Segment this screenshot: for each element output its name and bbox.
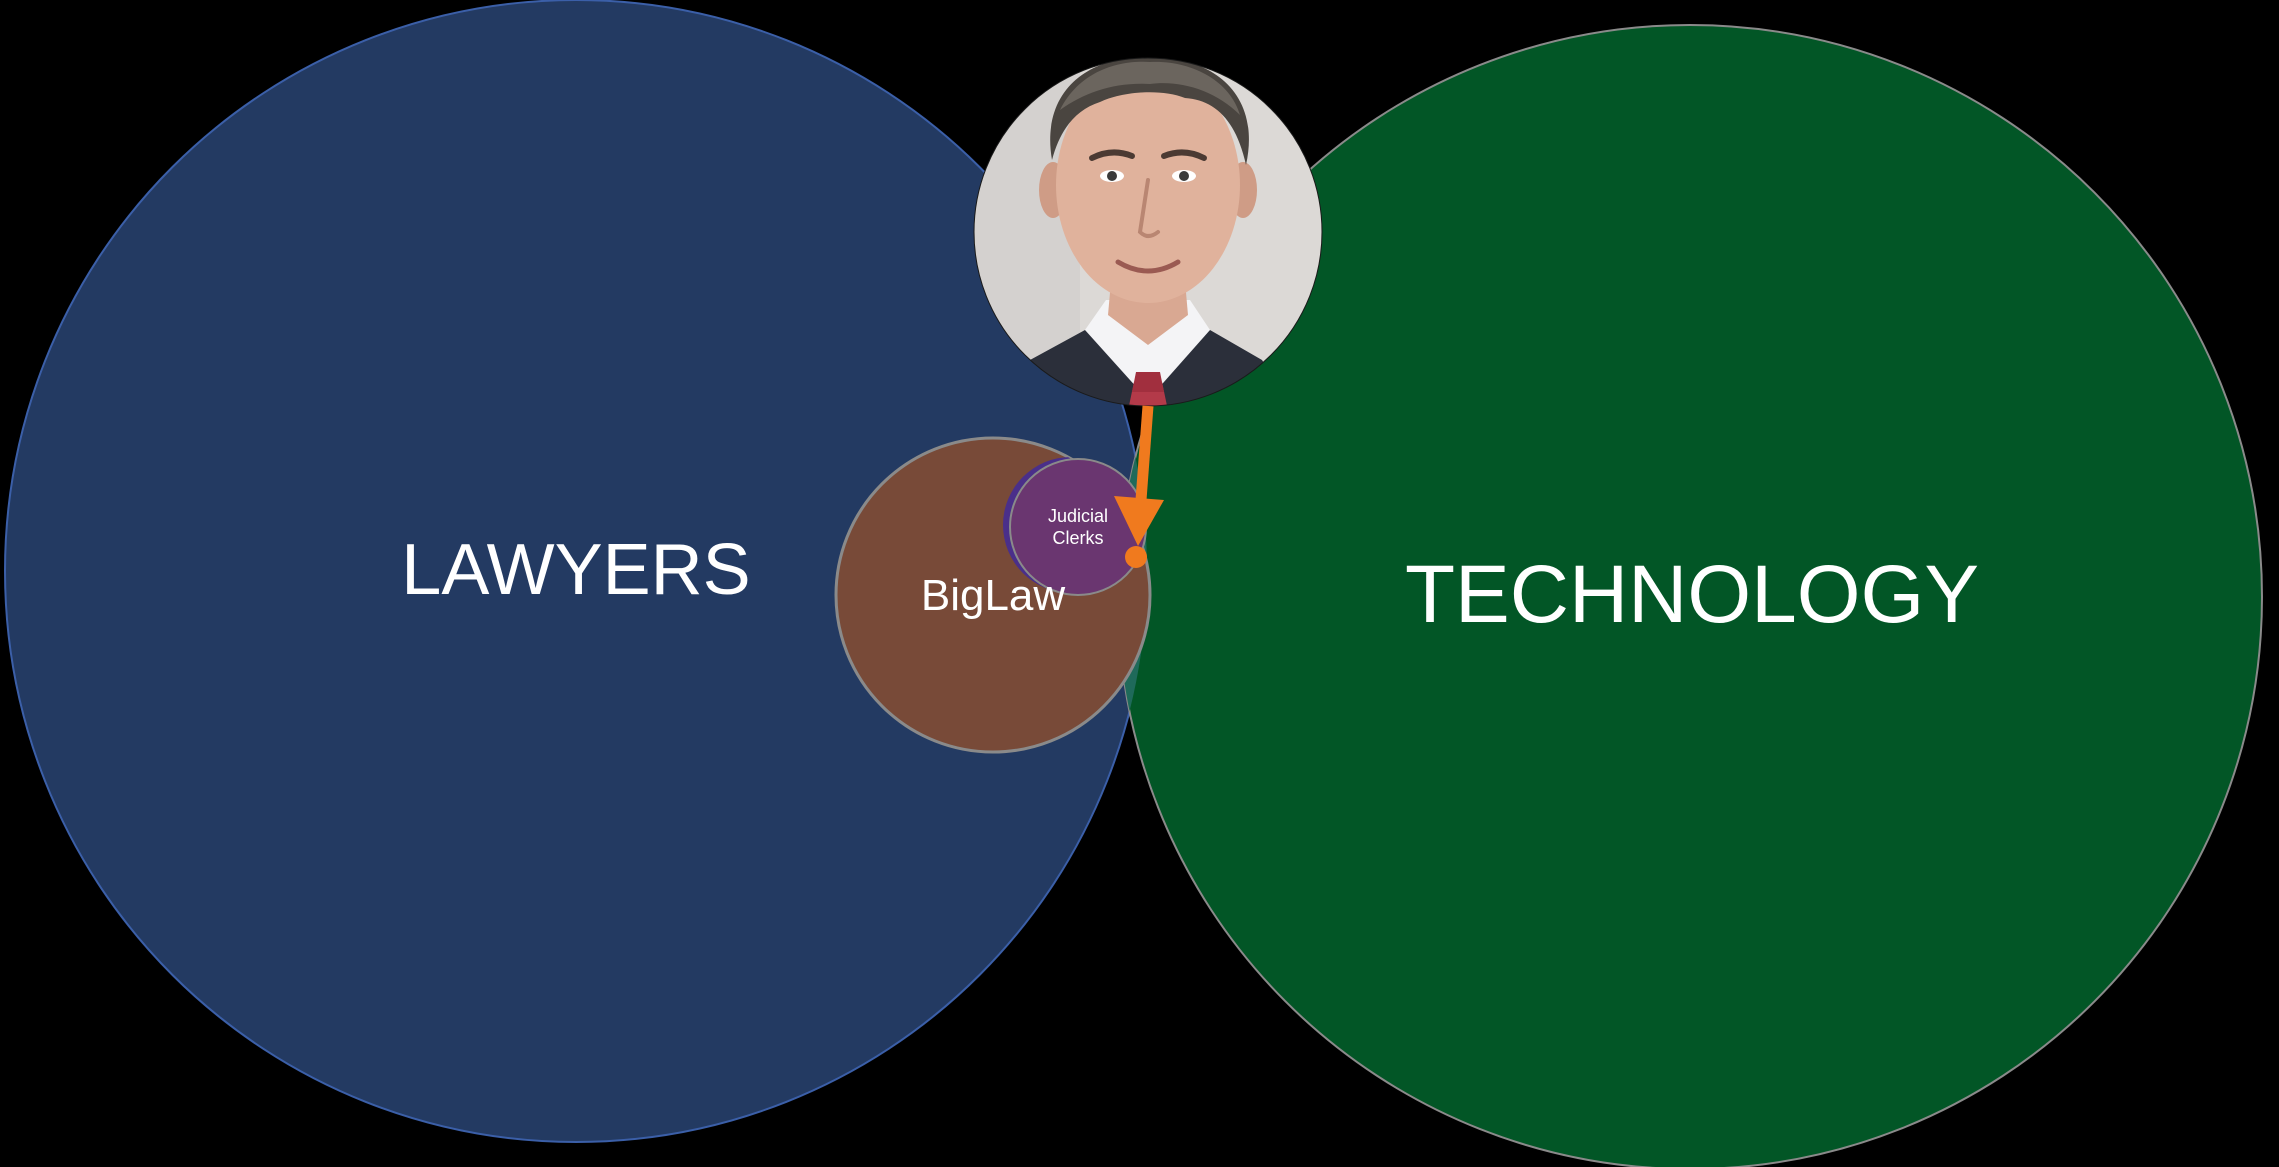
lawyers-label: LAWYERS xyxy=(401,530,750,610)
technology-label: TECHNOLOGY xyxy=(1405,549,1979,640)
judicial-clerks-label-line1: Judicial xyxy=(1048,506,1108,526)
portrait-photo xyxy=(973,57,1323,407)
judicial-clerks-label-line2: Clerks xyxy=(1052,528,1103,548)
pointer-dot xyxy=(1125,546,1147,568)
biglaw-label: BigLaw xyxy=(921,571,1066,620)
arrow-down-icon xyxy=(1114,405,1164,546)
